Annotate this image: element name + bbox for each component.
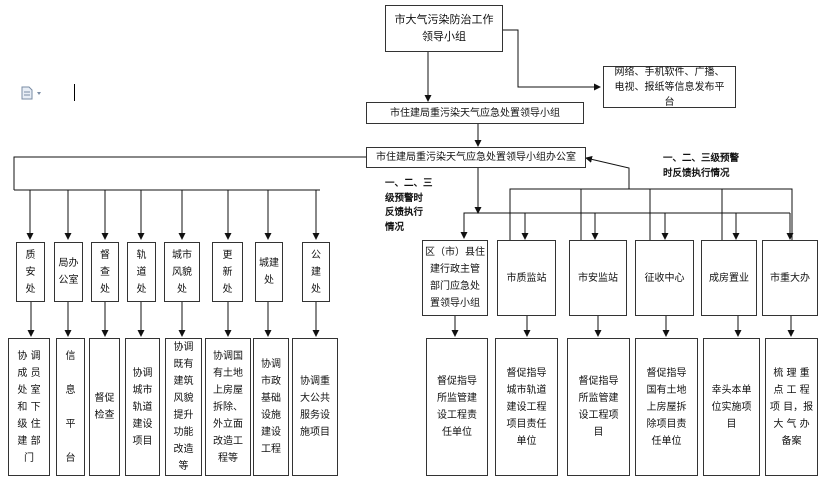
duty-label: 督促指导 国有土地 上房屋拆 除项目责 任单位 (646, 367, 687, 447)
duty-rail-transit: 协调 城市 轨道 建设 项目 (125, 338, 160, 476)
document-icon[interactable] (20, 86, 50, 100)
duty-label: 协调国 有土地 上房屋 拆除、 外立面 改造工 程等 (213, 350, 243, 464)
unit-label: 公 建 处 (311, 249, 321, 295)
unit-major-projects-office: 市重大办 (762, 240, 818, 316)
leader-group-box: 市大气污染防治工作领导小组 (385, 5, 503, 52)
duty-chengfang-property: 幸头本单 位实施项 目 (703, 338, 760, 476)
duty-label: 督促指导 所监管建 设工程项 目 (578, 376, 619, 438)
unit-rail-transit: 轨 道 处 (127, 242, 156, 302)
duty-public-buildings: 协调重 大公共 服务设 施项目 (292, 338, 338, 476)
duty-label: 协调重 大公共 服务设 施项目 (300, 376, 330, 438)
unit-label: 城建 处 (259, 258, 279, 286)
unit-renewal: 更 新 处 (212, 242, 243, 302)
unit-label: 城市 风貌 处 (172, 249, 192, 295)
duty-renewal: 协调国 有土地 上房屋 拆除、 外立面 改造工 程等 (205, 338, 251, 476)
duty-inspection: 督促 检查 (89, 338, 120, 476)
duty-label: 幸头本单 位实施项 目 (711, 384, 752, 430)
duty-label: 协 调 成 员 处 室 和 下 级 住 建 部 门 (17, 350, 41, 464)
unit-label: 成房置业 (709, 272, 749, 284)
unit-public-buildings: 公 建 处 (302, 242, 330, 302)
unit-label: 区（市）县住 建行政主管 部门应急处 置领导小组 (425, 247, 485, 309)
duty-bureau-office: 信 息 平 台 (56, 338, 85, 476)
duty-label: 梳 理 重 点 工 程 项 目，报 大 气 办 备案 (769, 367, 814, 447)
unit-district-housing: 区（市）县住 建行政主管 部门应急处 置领导小组 (422, 240, 488, 316)
media-platform-label: 网络、手机软件、广播、电视、报纸等信息发布平台 (614, 66, 725, 108)
duty-urban-construction: 协调 市政 基础 设施 建设 工程 (253, 338, 289, 476)
duty-quality-safety: 协 调 成 员 处 室 和 下 级 住 建 部 门 (8, 338, 50, 476)
unit-quality-safety: 质 安 处 (16, 242, 45, 302)
unit-expropriation-center: 征收中心 (635, 240, 694, 316)
unit-bureau-office: 局办 公室 (54, 242, 83, 302)
unit-urban-construction: 城建 处 (255, 242, 283, 302)
unit-label: 轨 道 处 (136, 249, 147, 295)
duty-label: 督促 检查 (94, 393, 115, 421)
duty-district-housing: 督促指导 所监管建 设工程责 任单位 (426, 338, 488, 476)
unit-safety-station: 市安监站 (569, 240, 627, 316)
duty-expropriation-center: 督促指导 国有土地 上房屋拆 除项目责 任单位 (635, 338, 698, 476)
center-feedback-note: 一、二、三 级预警时 反馈执行 情况 (385, 178, 433, 234)
housing-office-box: 市住建局重污染天气应急处置领导小组办公室 (366, 147, 586, 168)
duty-label: 协调 既有 建筑 风貌 提升 功能 改造 等 (173, 342, 194, 472)
unit-label: 督 查 处 (100, 249, 110, 295)
unit-label: 质 安 处 (25, 249, 36, 295)
right-feedback-note: 一、二、三级预警 时反馈执行情况 (663, 153, 740, 179)
housing-group-box: 市住建局重污染天气应急处置领导小组 (366, 102, 584, 124)
duty-city-appearance: 协调 既有 建筑 风貌 提升 功能 改造 等 (165, 338, 202, 476)
unit-chengfang-property: 成房置业 (701, 240, 757, 316)
unit-label: 市安监站 (578, 272, 618, 284)
unit-city-appearance: 城市 风貌 处 (164, 242, 200, 302)
duty-label: 督促指导 所监管建 设工程责 任单位 (437, 376, 477, 438)
unit-label: 市质监站 (506, 272, 547, 284)
unit-label: 更 新 处 (222, 249, 233, 295)
leader-group-label: 市大气污染防治工作领导小组 (394, 13, 494, 43)
duty-label: 协调 城市 轨道 建设 项目 (132, 367, 153, 447)
unit-inspection: 督 查 处 (91, 242, 119, 302)
unit-label: 局办 公室 (58, 258, 79, 286)
unit-label: 征收中心 (644, 272, 685, 284)
duty-safety-station: 督促指导 所监管建 设工程项 目 (567, 338, 630, 476)
unit-quality-station: 市质监站 (497, 240, 556, 316)
housing-group-label: 市住建局重污染天气应急处置领导小组 (390, 107, 560, 119)
duty-label: 督促指导 城市轨道 建设工程 项目责任 单位 (506, 367, 547, 447)
duty-major-projects-office: 梳 理 重 点 工 程 项 目，报 大 气 办 备案 (765, 338, 818, 476)
duty-quality-station: 督促指导 城市轨道 建设工程 项目责任 单位 (495, 338, 558, 476)
duty-label: 协调 市政 基础 设施 建设 工程 (261, 359, 281, 455)
duty-label: 信 息 平 台 (65, 350, 76, 464)
text-cursor (74, 84, 75, 101)
unit-label: 市重大办 (770, 272, 810, 284)
media-platform-box: 网络、手机软件、广播、电视、报纸等信息发布平台 (603, 66, 736, 108)
housing-office-label: 市住建局重污染天气应急处置领导小组办公室 (376, 152, 576, 163)
